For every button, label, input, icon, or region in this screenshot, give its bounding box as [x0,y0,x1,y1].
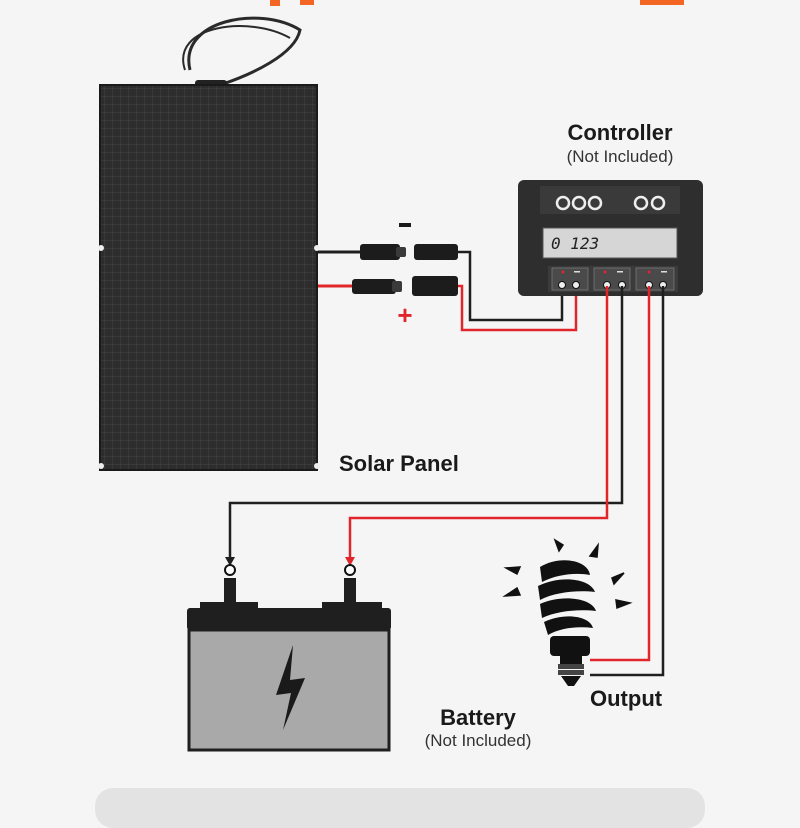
panel-leads [318,250,360,288]
title-remnant [270,0,684,6]
lightbulb-icon [502,538,633,686]
negative-sign [399,223,411,227]
controller-note: (Not Included) [566,147,674,166]
mc4-connector-icon [352,244,458,296]
controller-label: Controller [567,120,673,145]
solar-panel-icon [98,16,320,471]
arrow-battery-negative [225,557,235,566]
battery-label: Battery [440,705,516,730]
lcd-reading: 0 123 [551,234,599,253]
wires-controller-to-battery [228,286,624,560]
controller-unit: 0 123 [518,180,703,296]
bottom-banner [95,788,705,828]
battery-icon [187,564,391,752]
lcd-screen [542,227,678,259]
output-label: Output [590,686,663,711]
wires-panel-to-controller [458,250,578,332]
battery-note: (Not Included) [424,731,532,750]
wiring-diagram: + 0 123 [98,0,703,752]
lightning-bolt-icon [276,645,305,730]
positive-sign: + [397,300,412,330]
wires-controller-to-output [590,286,665,677]
solar-panel-label: Solar Panel [339,451,459,476]
arrow-battery-positive [345,557,355,566]
